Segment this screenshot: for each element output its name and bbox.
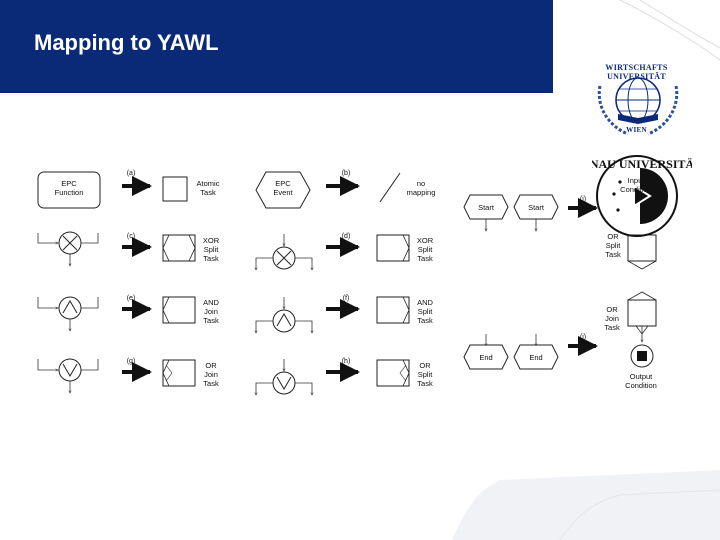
wu-globe-logo-icon — [597, 77, 679, 136]
tag-h: (h) — [341, 358, 351, 365]
and-join-task-label: AND Join Task — [203, 298, 219, 325]
tag-d: (d) — [341, 233, 351, 240]
or-join-task-box-j — [627, 299, 657, 327]
and-join-task-box — [162, 296, 196, 324]
start-target-hexagon — [513, 194, 559, 220]
xor-split-task-label-d: XOR Split Task — [416, 236, 434, 263]
title-banner — [0, 0, 553, 93]
end-event-hexagon — [463, 344, 509, 370]
wu-logo-text-1: WIRTSCHAFTS — [605, 63, 668, 72]
tag-f: (f) — [342, 295, 350, 302]
input-condition-label: Input Condition — [620, 176, 652, 194]
wu-logo-text-2: UNIVERSITÄT — [607, 72, 666, 81]
or-split-task-box-i — [627, 234, 657, 262]
xor-split-task-box-d — [376, 234, 410, 262]
or-split-task-box — [376, 359, 410, 387]
no-mapping-slash — [379, 172, 401, 203]
or-join-task-label: OR Join Task — [203, 361, 219, 388]
end-target-label: End — [529, 353, 543, 362]
donau-seal-text: DONAU UNIVERSITÄT — [592, 157, 692, 171]
tag-c: (c) — [126, 233, 136, 240]
or-join-label-j: OR Join Task — [604, 305, 620, 332]
and-split-task-box — [376, 296, 410, 324]
tag-b: (b) — [341, 170, 351, 177]
or-connector-h — [272, 371, 296, 395]
end-label: End — [479, 353, 493, 362]
wu-logo-text-3: WIEN — [626, 126, 647, 134]
end-target-hexagon — [513, 344, 559, 370]
tag-e: (e) — [126, 295, 136, 302]
donau-universitat-seal-icon: DONAU UNIVERSITÄT — [592, 155, 692, 237]
epc-event-label: EPC Event — [273, 179, 293, 197]
start-label: Start — [478, 203, 494, 212]
epc-function-box — [37, 171, 101, 209]
start-target-label: Start — [528, 203, 544, 212]
or-join-task-box — [162, 359, 196, 387]
tag-j: (j) — [579, 334, 587, 341]
no-mapping-label: no mapping — [406, 179, 436, 197]
atomic-task-label: Atomic Task — [196, 179, 220, 197]
tag-i: (i) — [579, 196, 587, 203]
epc-event-hexagon — [255, 171, 311, 209]
epc-function-label: EPC Function — [54, 179, 84, 197]
atomic-task-box — [162, 176, 188, 202]
start-event-hexagon — [463, 194, 509, 220]
xor-split-task-box-c — [162, 234, 196, 262]
xor-split-task-label-c: XOR Split Task — [202, 236, 220, 263]
or-connector-g — [58, 358, 82, 382]
and-split-task-label: AND Split Task — [417, 298, 433, 325]
or-split-task-label: OR Split Task — [417, 361, 433, 388]
tag-a: (a) — [126, 170, 136, 177]
tag-g: (g) — [126, 358, 136, 365]
slide-title: Mapping to YAWL — [34, 30, 219, 55]
output-condition-label: Output Condition — [625, 372, 657, 390]
or-split-label-i: OR Split Task — [605, 232, 621, 259]
